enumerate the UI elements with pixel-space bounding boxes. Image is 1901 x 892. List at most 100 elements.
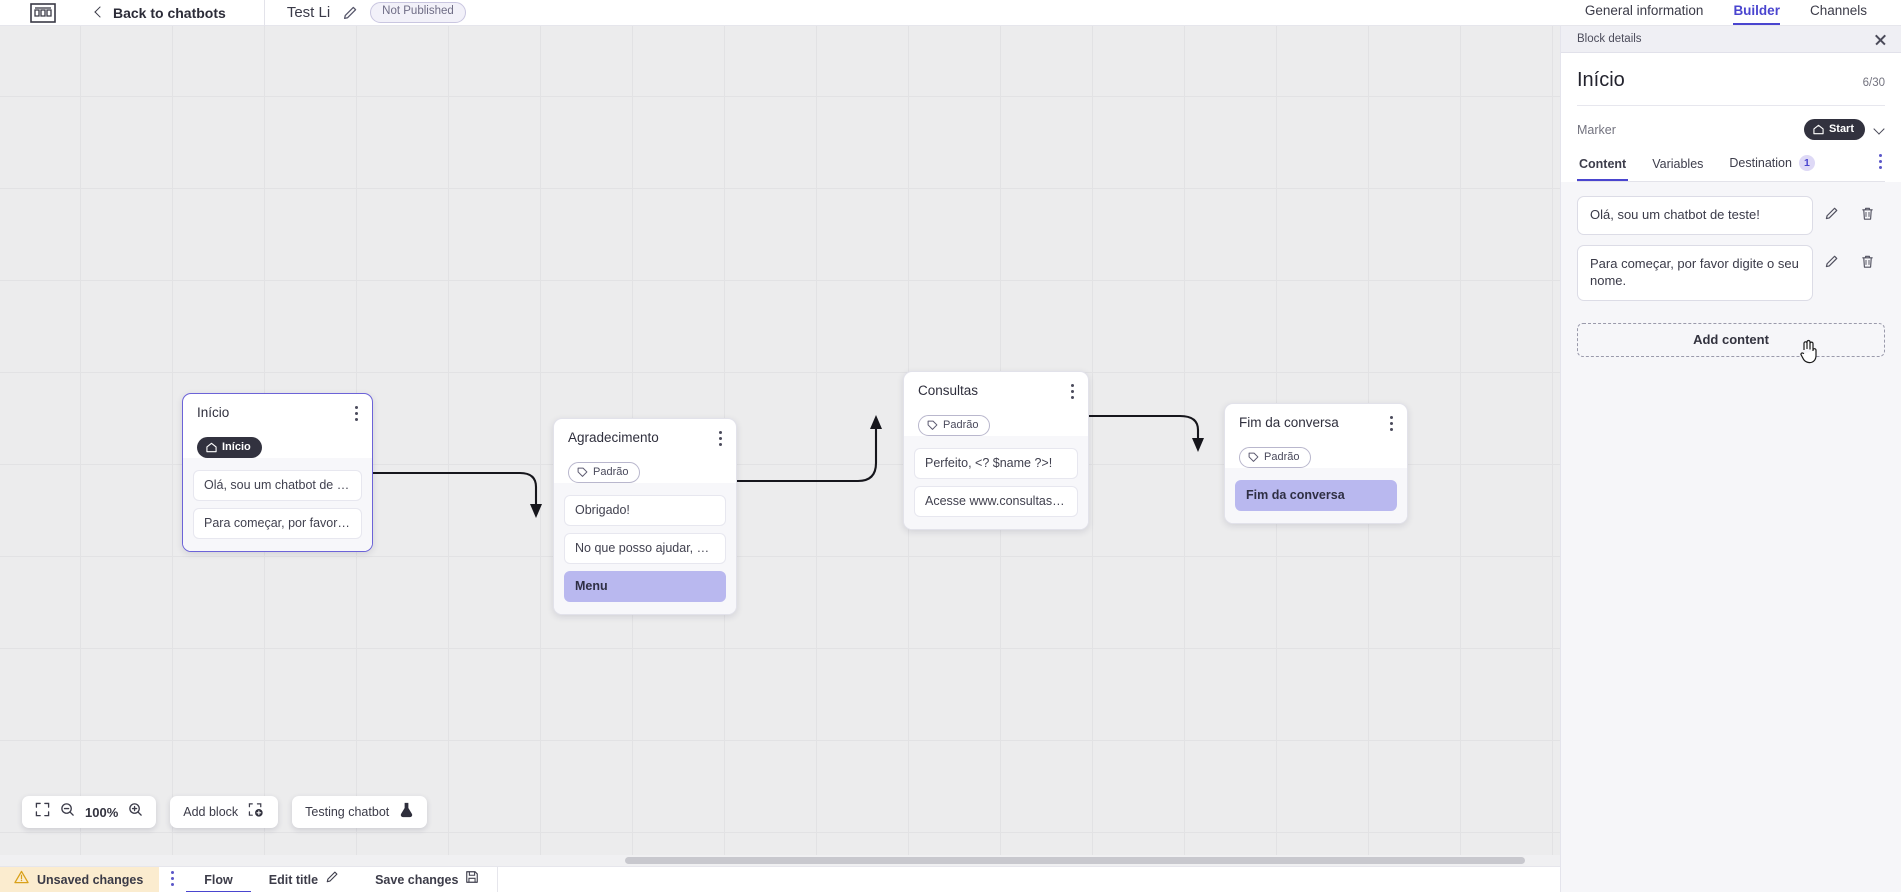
node-menu-button[interactable] [1390, 416, 1394, 432]
add-block-button[interactable]: Add block [170, 796, 279, 828]
header-tabs: General information Builder Channels [1585, 0, 1867, 25]
add-content-button[interactable]: Add content [1577, 322, 1885, 357]
save-changes-label: Save changes [375, 872, 459, 887]
marker-chip: Start [1803, 119, 1865, 140]
node-marker-chip-default: Padrão [918, 415, 991, 436]
statusbar-tab-flow[interactable]: Flow [186, 867, 252, 892]
flow-node-agradecimento[interactable]: Agradecimento Padrão Obrigado! No que po… [553, 418, 737, 615]
pencil-icon[interactable] [1813, 202, 1849, 224]
statusbar-menu-button[interactable] [159, 867, 186, 892]
flask-icon [399, 802, 414, 823]
node-header: Início [183, 394, 372, 429]
tab-content[interactable]: Content [1577, 154, 1629, 181]
pencil-icon[interactable] [342, 5, 358, 21]
flow-canvas[interactable]: Início Início Olá, sou um chatbot de tes… [0, 26, 1560, 866]
node-body: Olá, sou um chatbot de teste! Para começ… [183, 458, 372, 551]
char-count: 6/30 [1862, 77, 1885, 89]
scrollbar-thumb[interactable] [625, 857, 1525, 864]
back-to-chatbots-button[interactable]: Back to chatbots [94, 0, 226, 26]
tag-icon [577, 467, 588, 477]
node-marker-chip-label: Padrão [943, 419, 979, 431]
zoom-out-icon[interactable] [60, 802, 75, 822]
block-title: Início [1577, 69, 1625, 91]
tab-variables[interactable]: Variables [1650, 154, 1705, 181]
node-marker-chip-default: Padrão [568, 462, 641, 483]
tab-destination[interactable]: Destination 1 [1727, 152, 1817, 181]
trash-icon[interactable] [1849, 251, 1885, 273]
flow-node-inicio[interactable]: Início Início Olá, sou um chatbot de tes… [182, 393, 373, 552]
node-title: Agradecimento [568, 430, 659, 445]
node-menu-button[interactable] [1071, 384, 1075, 400]
warning-triangle-icon [14, 870, 29, 889]
node-chip-row: Padrão [1225, 439, 1407, 468]
node-content-item[interactable]: No que posso ajudar, <? $name ... [564, 533, 726, 564]
node-content-item[interactable]: Fim da conversa [1235, 480, 1397, 511]
node-content-item[interactable]: Olá, sou um chatbot de teste! [193, 470, 362, 501]
home-icon [1813, 124, 1824, 134]
node-header: Consultas [904, 372, 1088, 407]
save-changes-button[interactable]: Save changes [357, 867, 497, 892]
marker-value: Start [1828, 123, 1854, 135]
node-chip-row: Padrão [554, 454, 736, 483]
node-menu-button[interactable] [719, 431, 723, 447]
unsaved-changes-indicator: Unsaved changes [0, 867, 160, 892]
panel-tabs: Content Variables Destination 1 [1577, 152, 1885, 182]
tab-builder[interactable]: Builder [1733, 3, 1780, 25]
node-title: Início [197, 405, 230, 420]
marker-label: Marker [1577, 122, 1616, 137]
tab-channels[interactable]: Channels [1809, 3, 1867, 18]
node-content-item[interactable]: Obrigado! [564, 495, 726, 526]
node-title: Fim da conversa [1239, 415, 1339, 430]
home-icon [206, 442, 217, 452]
pencil-icon [325, 870, 339, 889]
node-header: Agradecimento [554, 419, 736, 454]
node-body: Obrigado! No que posso ajudar, <? $name … [554, 483, 736, 614]
content-text[interactable]: Para começar, por favor digite o seu nom… [1577, 244, 1813, 301]
pencil-icon[interactable] [1813, 251, 1849, 273]
node-content-item-menu[interactable]: Menu [564, 571, 726, 602]
panel-tabs-menu-button[interactable] [1879, 154, 1883, 172]
node-header: Fim da conversa [1225, 404, 1407, 439]
flow-label: Flow [204, 872, 233, 887]
bot-title-group: Test Li Not Published [287, 2, 466, 23]
content-row-actions [1813, 245, 1885, 273]
statusbar-divider [497, 867, 499, 892]
unsaved-changes-label: Unsaved changes [37, 872, 144, 887]
tab-variables-label: Variables [1652, 157, 1704, 171]
node-menu-button[interactable] [355, 406, 359, 422]
node-chip-row: Início [183, 429, 372, 458]
destination-count-badge: 1 [1798, 155, 1815, 171]
close-icon[interactable] [1874, 33, 1887, 46]
add-block-label: Add block [183, 805, 239, 819]
canvas-horizontal-scrollbar[interactable] [0, 855, 1560, 866]
add-block-icon [248, 802, 265, 823]
node-content-item[interactable]: Para começar, por favor digite o ... [193, 508, 362, 539]
fit-screen-icon[interactable] [35, 802, 50, 822]
testing-chatbot-button[interactable]: Testing chatbot [292, 796, 428, 828]
tag-icon [1248, 452, 1259, 462]
block-title-row: Início 6/30 [1577, 53, 1885, 105]
chevron-down-icon[interactable] [1874, 124, 1885, 135]
bot-title: Test Li [286, 4, 331, 21]
tab-destination-label: Destination [1729, 156, 1792, 170]
content-text[interactable]: Olá, sou um chatbot de teste! [1577, 196, 1813, 235]
back-to-chatbots-label: Back to chatbots [113, 4, 226, 21]
trash-icon[interactable] [1849, 202, 1885, 224]
app-logo-icon[interactable] [26, 0, 60, 26]
flow-node-fim-da-conversa[interactable]: Fim da conversa Padrão Fim da conversa [1224, 403, 1408, 524]
node-marker-chip-start: Início [197, 437, 262, 458]
node-marker-chip-label: Início [222, 441, 251, 453]
divider [1577, 105, 1885, 106]
node-content-item[interactable]: Acesse www.consultas.com par... [914, 486, 1078, 517]
zoom-in-icon[interactable] [128, 802, 143, 822]
node-title: Consultas [918, 383, 979, 398]
node-content-item[interactable]: Perfeito, <? $name ?>! [914, 448, 1078, 479]
flow-node-consultas[interactable]: Consultas Padrão Perfeito, <? $name ?>! … [903, 371, 1089, 530]
content-row: Para começar, por favor digite o seu nom… [1577, 244, 1885, 301]
tab-general-information[interactable]: General information [1584, 3, 1704, 18]
marker-select[interactable]: Start [1803, 119, 1885, 140]
tab-content-label: Content [1579, 157, 1627, 171]
edit-title-button[interactable]: Edit title [251, 867, 357, 892]
node-body: Perfeito, <? $name ?>! Acesse www.consul… [904, 436, 1088, 529]
node-marker-chip-label: Padrão [1264, 451, 1300, 463]
